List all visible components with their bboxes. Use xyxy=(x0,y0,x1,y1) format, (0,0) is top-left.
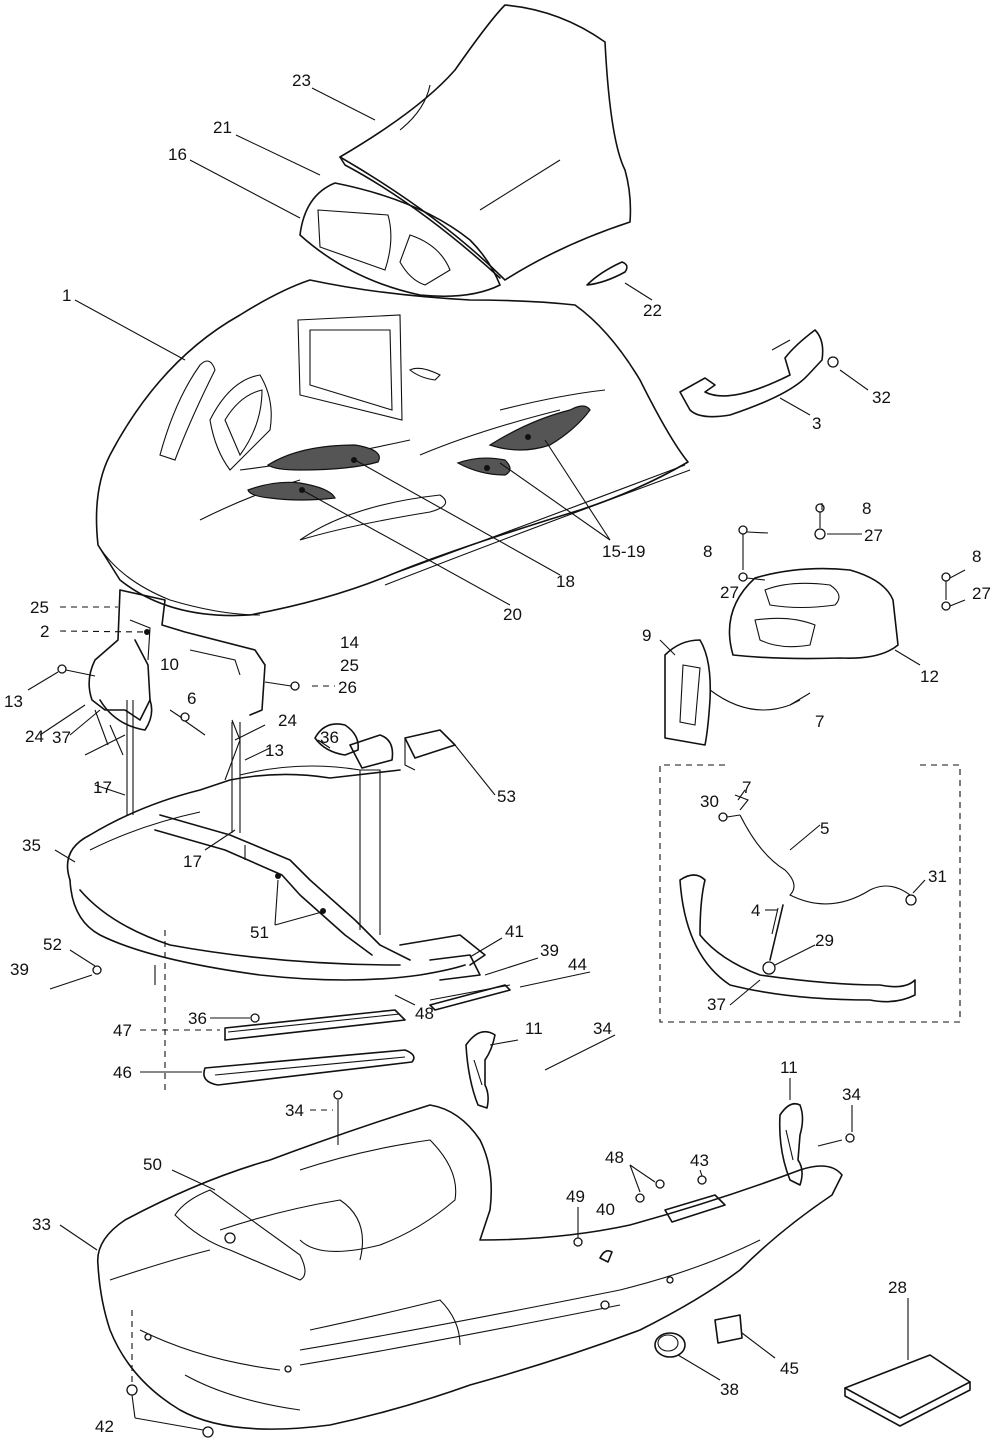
callout-27-b: 27 xyxy=(720,583,739,602)
hood-ornament xyxy=(586,261,628,286)
callout-37-a: 37 xyxy=(52,728,71,747)
grip-left xyxy=(465,1030,496,1109)
callout-7-a: 7 xyxy=(815,712,824,731)
callout-34-b: 34 xyxy=(842,1085,861,1104)
callout-43: 43 xyxy=(690,1151,709,1170)
callout-47: 47 xyxy=(113,1021,132,1040)
callout-53: 53 xyxy=(497,787,516,806)
callout-10: 10 xyxy=(160,655,179,674)
callout-39-a: 39 xyxy=(540,941,559,960)
callout-35: 35 xyxy=(22,836,41,855)
callout-27-a: 27 xyxy=(864,526,883,545)
callout-30: 30 xyxy=(700,792,719,811)
callout-52: 52 xyxy=(43,935,62,954)
callout-36-a: 36 xyxy=(320,728,339,747)
callout-25-b: 25 xyxy=(340,656,359,675)
callout-27-c: 27 xyxy=(972,584,991,603)
callout-48-b: 48 xyxy=(605,1148,624,1167)
callout-37-b: 37 xyxy=(707,995,726,1014)
callout-49: 49 xyxy=(566,1187,585,1206)
callout-28: 28 xyxy=(888,1278,907,1297)
callout-6: 6 xyxy=(187,689,196,708)
callout-13-a: 13 xyxy=(4,692,23,711)
callout-40: 40 xyxy=(596,1200,615,1219)
callout-51: 51 xyxy=(250,923,269,942)
callout-18: 18 xyxy=(556,572,575,591)
callout-24-a: 24 xyxy=(25,727,44,746)
callout-44: 44 xyxy=(568,955,587,974)
callout-42: 42 xyxy=(95,1417,114,1436)
vent-right-small xyxy=(456,457,511,476)
callout-41: 41 xyxy=(505,922,524,941)
belly-pan xyxy=(96,1090,843,1430)
callout-15-19: 15-19 xyxy=(602,542,645,561)
block-45 xyxy=(714,1314,743,1344)
callout-38: 38 xyxy=(720,1380,739,1399)
callout-23: 23 xyxy=(292,71,311,90)
screws-42 xyxy=(126,1310,214,1438)
callout-labels: 23 21 16 22 1 32 3 15-19 18 20 8 8 8 27 … xyxy=(4,71,991,1436)
callout-25-a: 25 xyxy=(30,598,49,617)
hood xyxy=(95,279,691,617)
vent-center xyxy=(247,481,336,501)
callout-50: 50 xyxy=(143,1155,162,1174)
screws-8-27 xyxy=(738,503,951,611)
callout-14: 14 xyxy=(340,633,359,652)
cap-38 xyxy=(654,1332,686,1358)
callout-33: 33 xyxy=(32,1215,51,1234)
mount-bracket xyxy=(679,329,839,418)
callout-3: 3 xyxy=(812,414,821,433)
leader-lines xyxy=(27,87,966,1431)
callout-8-b: 8 xyxy=(703,542,712,561)
callout-31: 31 xyxy=(928,867,947,886)
callout-34-c: 34 xyxy=(285,1101,304,1120)
side-panel xyxy=(664,567,899,746)
callout-45: 45 xyxy=(780,1359,799,1378)
callout-9: 9 xyxy=(642,626,651,645)
callout-7-b: 7 xyxy=(742,778,751,797)
callout-36-b: 36 xyxy=(188,1009,207,1028)
callout-34-a: 34 xyxy=(593,1019,612,1038)
callout-32: 32 xyxy=(872,388,891,407)
callout-11-b: 11 xyxy=(780,1058,798,1077)
callout-8-c: 8 xyxy=(972,547,981,566)
callout-13-b: 13 xyxy=(265,741,284,760)
callout-17-b: 17 xyxy=(183,852,202,871)
frame xyxy=(49,719,486,990)
callout-11-a: 11 xyxy=(525,1019,543,1038)
callout-26: 26 xyxy=(338,678,357,697)
callout-8-a: 8 xyxy=(862,499,871,518)
skid-rails xyxy=(164,930,511,1095)
grip-right xyxy=(778,1102,804,1186)
callout-22: 22 xyxy=(643,301,662,320)
callout-48-a: 48 xyxy=(415,1004,434,1023)
callout-20: 20 xyxy=(503,605,522,624)
callout-2: 2 xyxy=(40,622,49,641)
decal-28 xyxy=(844,1354,971,1427)
callout-17-a: 17 xyxy=(93,778,112,797)
windshield xyxy=(339,4,632,281)
vent-left xyxy=(266,444,380,471)
callout-5: 5 xyxy=(820,819,829,838)
dash-panel xyxy=(299,182,501,298)
callout-24-b: 24 xyxy=(278,711,297,730)
callout-39-b: 39 xyxy=(10,960,29,979)
callout-12: 12 xyxy=(920,667,939,686)
callout-29: 29 xyxy=(815,931,834,950)
vent-right-large xyxy=(488,405,591,451)
callout-16: 16 xyxy=(168,145,187,164)
callout-46: 46 xyxy=(113,1063,132,1082)
front-hardware xyxy=(573,1133,855,1263)
callout-1: 1 xyxy=(62,286,71,305)
callout-21: 21 xyxy=(213,118,232,137)
detail-inset xyxy=(659,764,961,1023)
callout-4: 4 xyxy=(751,901,760,920)
